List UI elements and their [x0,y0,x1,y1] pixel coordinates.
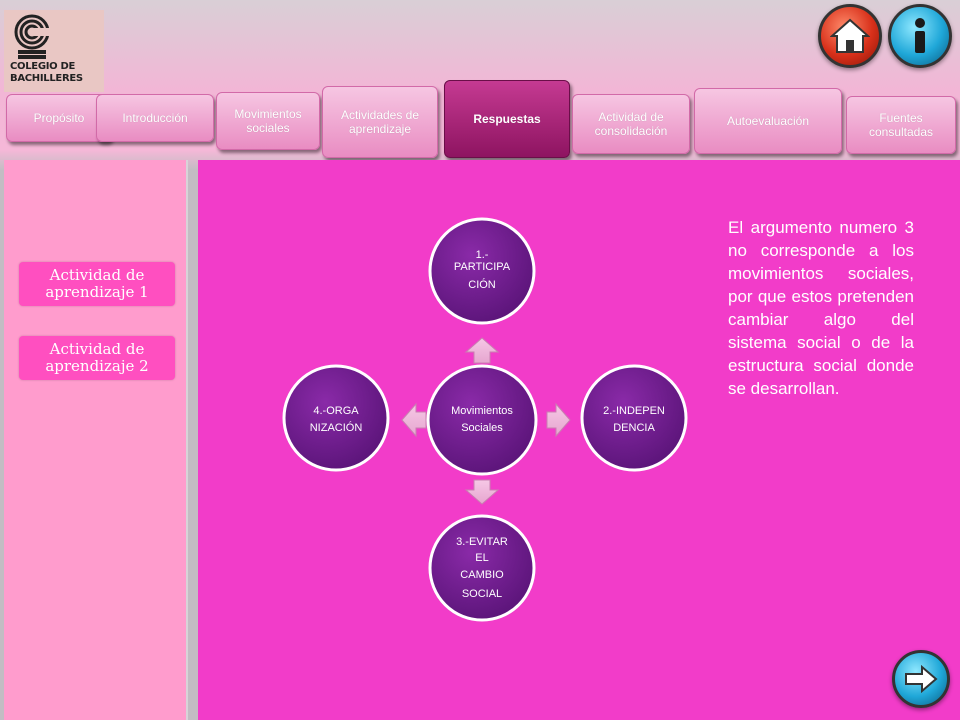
tab-actividades-aprendizaje[interactable]: Actividades de aprendizaje [322,86,438,158]
colegio-bachilleres-logo: COLEGIO DE BACHILLERES [4,10,104,92]
tab-label: Fuentes consultadas [868,111,934,139]
tab-label: Introducción [122,111,188,125]
arrow-left-icon [401,402,427,438]
sidebar-item-label: Actividad de aprendizaje 2 [45,340,149,375]
node-right-line-1: 2.-INDEPEN [603,405,665,417]
answer-text: El argumento numero 3 no corresponde a l… [728,218,914,398]
node-evitar-cambio: 3.-EVITAR EL CAMBIO SOCIAL [428,514,536,622]
node-organizacion: 4.-ORGA NIZACIÓN [282,364,390,472]
next-button[interactable] [892,650,950,708]
arrow-down-icon [464,479,500,505]
tab-fuentes-consultadas[interactable]: Fuentes consultadas [846,96,956,154]
tab-introduccion[interactable]: Introducción [96,94,214,142]
node-top-line-3: CIÓN [468,278,496,291]
tab-label: Propósito [33,111,85,125]
tab-movimientos-sociales[interactable]: Movimientos sociales [216,92,320,150]
sidebar: Actividad de aprendizaje 1 Actividad de … [4,160,188,720]
tab-label: Actividad de consolidación [594,110,668,138]
node-top-line-2: PARTICIPA [454,261,511,273]
movimientos-diagram: Movimientos Sociales 1.- PARTICIPA CIÓN … [282,217,688,622]
node-left-line-1: 4.-ORGA [313,405,359,417]
tab-label: Actividades de aprendizaje [340,108,420,136]
main-content: Movimientos Sociales 1.- PARTICIPA CIÓN … [198,160,960,720]
tab-label: Autoevaluación [726,114,810,128]
logo-text-line-1: COLEGIO DE [10,61,76,72]
info-icon [915,18,925,53]
home-icon [830,18,870,53]
node-bottom-line-3: CAMBIO [460,569,504,581]
arrow-right-next-icon [905,665,938,693]
nav-tabs: Propósito Introducción Movimientos socia… [0,80,960,160]
tab-label: Movimientos sociales [234,107,302,135]
node-left-line-2: NIZACIÓN [310,421,363,434]
node-bottom-line-1: 3.-EVITAR [456,536,508,548]
header: COLEGIO DE BACHILLERES [0,0,960,160]
sidebar-item-actividad-2[interactable]: Actividad de aprendizaje 2 [19,336,175,380]
node-bottom-line-4: SOCIAL [462,588,502,600]
node-independencia: 2.-INDEPEN DENCIA [580,364,688,472]
tab-respuestas[interactable]: Respuestas [444,80,570,158]
node-center-line-1: Movimientos [451,405,513,417]
node-center: Movimientos Sociales [426,364,538,476]
home-button[interactable] [818,4,882,68]
logo-emblem-icon [14,14,50,59]
node-bottom-line-2: EL [475,552,488,564]
tab-proposito[interactable]: Propósito [6,94,112,142]
tab-autoevaluacion[interactable]: Autoevaluación [694,88,842,154]
tab-actividad-consolidacion[interactable]: Actividad de consolidación [572,94,690,154]
arrow-up-icon [464,337,500,364]
logo-text-line-2: BACHILLERES [10,73,83,84]
node-participacion: 1.- PARTICIPA CIÓN [428,217,536,325]
tab-label: Respuestas [473,112,541,126]
sidebar-item-actividad-1[interactable]: Actividad de aprendizaje 1 [19,262,175,306]
node-right-line-2: DENCIA [613,422,655,434]
info-button[interactable] [888,4,952,68]
node-center-line-2: Sociales [461,422,503,434]
node-top-line-1: 1.- [476,249,489,261]
sidebar-item-label: Actividad de aprendizaje 1 [45,266,149,301]
arrow-right-icon [546,402,571,438]
